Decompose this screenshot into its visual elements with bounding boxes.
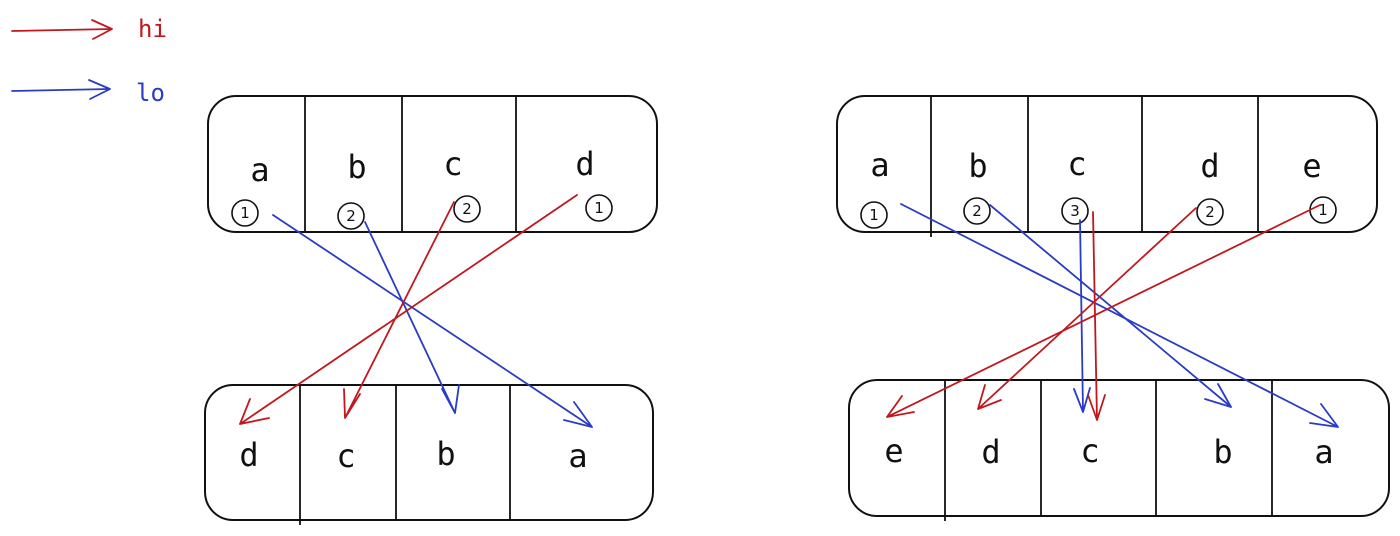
right-diagram: a b c d e 1 2 3 2 1 e d c b a <box>836 95 1390 521</box>
count-label: 1 <box>1318 201 1328 219</box>
legend-lo-arrow <box>11 79 111 100</box>
legend-hi-arrow <box>11 19 113 40</box>
bottom-cell-label: c <box>336 437 355 475</box>
count-circle <box>860 201 888 229</box>
lo-arrow <box>900 203 1339 428</box>
legend-lo: lo <box>11 79 165 107</box>
bottom-cell-label: a <box>1314 433 1333 471</box>
bottom-cell-label: b <box>1213 433 1232 471</box>
top-cell-label: b <box>968 147 987 185</box>
top-cell-label: b <box>347 148 366 186</box>
right-top-box-outline <box>836 95 1378 233</box>
bottom-cell-label: e <box>884 432 903 470</box>
left-top-box: a b c d 1 2 2 1 <box>207 95 658 233</box>
count-circle <box>1196 198 1224 226</box>
top-cell-label: d <box>1200 147 1219 185</box>
count-circle <box>231 199 259 227</box>
bottom-cell-label: b <box>436 435 455 473</box>
bottom-cell-label: d <box>239 436 258 474</box>
legend-hi: hi <box>11 15 167 43</box>
right-bottom-box-outline <box>848 379 1390 517</box>
left-bottom-box-outline <box>204 384 654 521</box>
count-circle <box>453 195 481 223</box>
count-circle <box>1061 197 1089 225</box>
lo-arrow <box>364 221 460 414</box>
count-label: 2 <box>972 202 982 220</box>
count-label: 1 <box>594 199 604 217</box>
lo-arrow <box>1073 219 1091 413</box>
legend-lo-label: lo <box>136 79 165 107</box>
hi-arrow <box>239 194 578 425</box>
count-label: 2 <box>346 207 356 225</box>
count-label: 3 <box>1070 202 1080 220</box>
top-cell-label: c <box>443 145 462 183</box>
lo-arrow <box>272 214 593 428</box>
top-cell-label: d <box>575 145 594 183</box>
right-bottom-box: e d c b a <box>848 379 1390 521</box>
top-cell-label: a <box>250 151 269 189</box>
right-top-box: a b c d e 1 2 3 2 1 <box>836 95 1378 237</box>
left-top-box-outline <box>207 95 658 233</box>
count-circle <box>963 197 991 225</box>
count-circle <box>337 202 365 230</box>
hi-arrow <box>977 207 1197 410</box>
bottom-cell-label: d <box>981 433 1000 471</box>
top-cell-label: e <box>1302 147 1321 185</box>
left-diagram: a b c d 1 2 2 1 d c b a <box>204 95 658 525</box>
bottom-cell-label: c <box>1080 432 1099 470</box>
bottom-cell-label: a <box>568 437 587 475</box>
count-label: 1 <box>869 206 879 224</box>
left-bottom-box: d c b a <box>204 384 654 525</box>
count-label: 2 <box>1205 203 1215 221</box>
top-cell-label: a <box>870 146 889 184</box>
count-label: 1 <box>240 204 250 222</box>
legend-hi-label: hi <box>138 15 167 43</box>
hi-arrow <box>343 201 455 419</box>
legend: hi lo <box>11 15 167 107</box>
hi-arrow <box>886 204 1321 418</box>
lo-arrow <box>989 204 1232 408</box>
count-circle <box>585 194 613 222</box>
count-label: 2 <box>462 200 472 218</box>
top-cell-label: c <box>1067 145 1086 183</box>
